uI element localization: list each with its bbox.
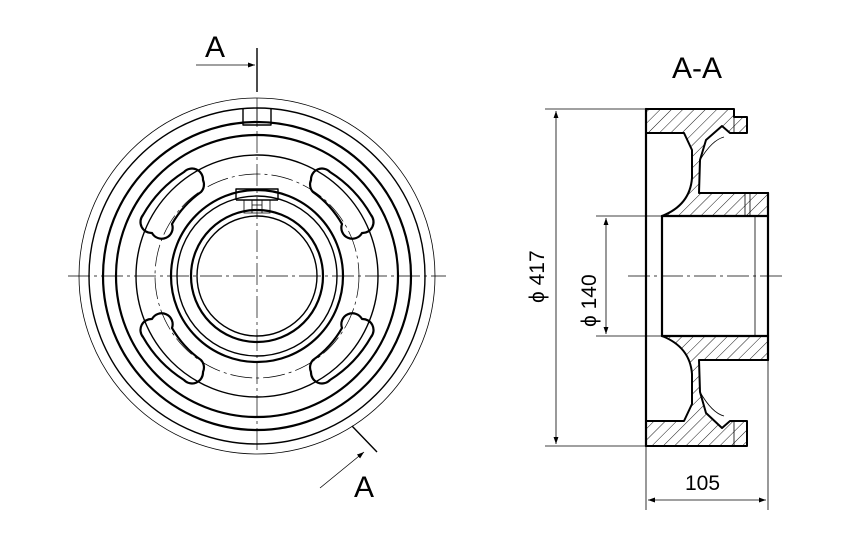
section-line-bottom — [351, 425, 378, 453]
front-view: A A — [68, 31, 446, 504]
opening-top-right — [308, 167, 375, 240]
section-bottom-detail — [699, 391, 735, 446]
opening-bottom-right — [308, 312, 375, 385]
section-title: A-A — [672, 52, 722, 85]
opening-bottom-left — [139, 312, 206, 385]
dim-bore-diameter: ϕ 140 — [578, 274, 601, 327]
section-arrow-bottom — [319, 451, 365, 489]
section-bottom-rim — [645, 335, 769, 447]
section-top-rim — [645, 108, 769, 217]
section-view: A-A ϕ 417 ϕ 140 105 — [526, 52, 785, 510]
section-label-bottom: A — [354, 471, 374, 504]
dim-width: 105 — [685, 472, 720, 495]
dim-outer-diameter: ϕ 417 — [526, 250, 549, 303]
section-top-detail — [699, 117, 751, 216]
opening-top-left — [139, 167, 206, 240]
section-label-top: A — [205, 31, 225, 64]
